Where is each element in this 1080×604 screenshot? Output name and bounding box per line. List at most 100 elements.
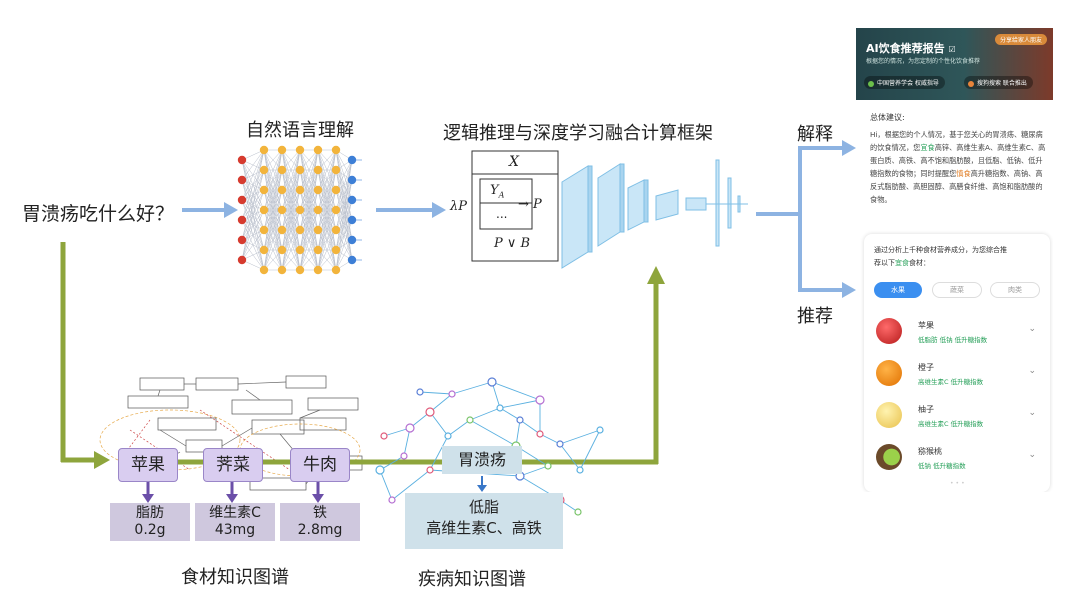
nutrient-vitamin-c: 维生素C 43mg	[195, 503, 275, 541]
arrow-question-to-nlu	[182, 202, 238, 218]
neural-node	[347, 215, 357, 225]
graph-node	[444, 432, 452, 440]
neural-node	[259, 245, 269, 255]
deep-learning-layers	[561, 159, 748, 269]
summary-text: Hi，根据您的个人情况，基于您关心的胃溃疡、糖尿病的饮食情况，您宜食高锌、高维生…	[870, 130, 1046, 204]
chevron-down-icon[interactable]: ⌄	[1028, 408, 1036, 418]
logic-lambda: λP	[450, 199, 467, 214]
arrow-knowledge-graph-to-framework	[160, 266, 665, 465]
neural-node	[331, 185, 341, 195]
neural-node	[277, 185, 287, 195]
share-button[interactable]: 分享给家人朋友	[994, 34, 1047, 45]
graph-node	[535, 395, 545, 405]
report-subtitle: 根据您的情况，为您定制的个性化饮食推荐	[866, 58, 981, 65]
verified-icon: ☑	[948, 45, 956, 54]
logic-box	[471, 150, 559, 262]
logic-inner-var: YA	[490, 183, 504, 200]
society-logo-icon	[868, 80, 874, 87]
arrow-head-explain	[842, 140, 856, 156]
neural-node	[295, 185, 305, 195]
neural-node	[313, 205, 323, 215]
question-text: 胃溃疡吃什么好？	[22, 203, 175, 225]
pomelo-icon	[876, 402, 902, 428]
neural-node	[347, 155, 357, 165]
nutrient-iron-name: 铁	[313, 505, 327, 521]
neural-node	[295, 245, 305, 255]
neural-node	[295, 225, 305, 235]
recommend-label: 推荐	[797, 306, 833, 327]
graph-node	[496, 404, 504, 412]
neural-node	[237, 155, 247, 165]
tab-meat[interactable]: 肉类	[990, 282, 1040, 298]
logic-implies: → P	[518, 197, 542, 212]
disease-knowledge-graph-graphic	[375, 377, 604, 516]
apple-icon	[876, 318, 902, 344]
chevron-down-icon[interactable]: ⌄	[1028, 324, 1036, 334]
summary-title: 总体建议:	[870, 113, 905, 122]
badge-sogou: 搜狗搜索 联合推出	[964, 76, 1033, 89]
neural-node	[237, 255, 247, 265]
list-item[interactable]: 橙子 高维生素C 低升糖指数 ⌄	[870, 356, 1044, 392]
tab-fruit[interactable]: 水果	[874, 282, 922, 298]
neural-node	[347, 175, 357, 185]
graph-node	[487, 377, 497, 387]
logic-bottom: P ∨ B	[494, 236, 531, 251]
disease-advice-arrow	[477, 476, 487, 492]
neural-node	[277, 145, 287, 155]
sogou-logo-icon	[968, 80, 974, 87]
list-item[interactable]: 柚子 高维生素C 低升糖指数 ⌄	[870, 398, 1044, 434]
neural-node	[295, 265, 305, 275]
neural-node	[277, 265, 287, 275]
graph-node	[574, 508, 582, 516]
neural-node	[259, 185, 269, 195]
list-item[interactable]: 猕猴桃 低钠 低升糖指数 ⌄	[870, 440, 1044, 476]
disease-advice: 低脂 高维生素C、高铁	[405, 493, 563, 549]
card-intro: 通过分析上千种食材营养成分，为您综合推 荐以下宜食食材：	[874, 246, 1007, 267]
logic-inner-sub: A	[498, 190, 505, 200]
explain-label: 解释	[797, 124, 833, 145]
graph-node	[388, 496, 396, 504]
food-nutrient-arrows	[146, 480, 320, 496]
graph-node	[375, 465, 385, 475]
disease-advice-line1: 低脂	[468, 498, 499, 516]
summary-suitable: 宜食	[920, 143, 935, 152]
badge-nutrition-society: 中国营养学会 权威指导	[864, 76, 945, 89]
nutrient-fat-value: 0.2g	[134, 522, 166, 538]
chevron-down-icon[interactable]: ⌄	[1028, 450, 1036, 460]
neural-node	[347, 235, 357, 245]
disease-name: 胃溃疡	[442, 446, 522, 474]
graph-node	[516, 416, 524, 424]
neural-node	[259, 145, 269, 155]
neural-node	[277, 225, 287, 235]
list-item[interactable]: 苹果 低脂肪 低钠 低升糖指数 ⌄	[870, 314, 1044, 350]
food-kg-label: 食材知识图谱	[181, 567, 289, 588]
chevron-down-icon[interactable]: ⌄	[1028, 366, 1036, 376]
nutrient-iron: 铁 2.8mg	[280, 503, 360, 541]
graph-node	[556, 440, 564, 448]
arrow-framework-to-outputs	[756, 146, 844, 292]
orange-icon	[876, 360, 902, 386]
nutrient-fat: 脂肪 0.2g	[110, 503, 190, 541]
graph-node	[426, 466, 434, 474]
neural-node	[237, 235, 247, 245]
nutrient-iron-value: 2.8mg	[297, 522, 343, 538]
neural-node	[259, 165, 269, 175]
ai-diet-report-panel: AI饮食推荐报告 ☑ 根据您的情况，为您定制的个性化饮食推荐 分享给家人朋友 中…	[856, 28, 1053, 492]
neural-node	[277, 245, 287, 255]
neural-node	[331, 225, 341, 235]
recommend-card: 通过分析上千种食材营养成分，为您综合推 荐以下宜食食材： 水果 蔬菜 肉类 苹果…	[864, 234, 1050, 492]
graph-node	[466, 416, 474, 424]
arrow-head-recommend	[842, 282, 856, 298]
logic-dots: ...	[496, 207, 508, 221]
pager-dots: •••	[950, 480, 967, 487]
neural-node	[259, 205, 269, 215]
tab-vegetable[interactable]: 蔬菜	[932, 282, 982, 298]
disease-kg-label: 疾病知识图谱	[418, 569, 526, 590]
neural-node	[331, 145, 341, 155]
neural-node	[347, 255, 357, 265]
food-shepherds-purse: 荠菜	[203, 448, 263, 482]
neural-node	[277, 205, 287, 215]
graph-node	[536, 430, 544, 438]
summary-caution: 慎食	[956, 169, 971, 178]
neural-node	[331, 205, 341, 215]
